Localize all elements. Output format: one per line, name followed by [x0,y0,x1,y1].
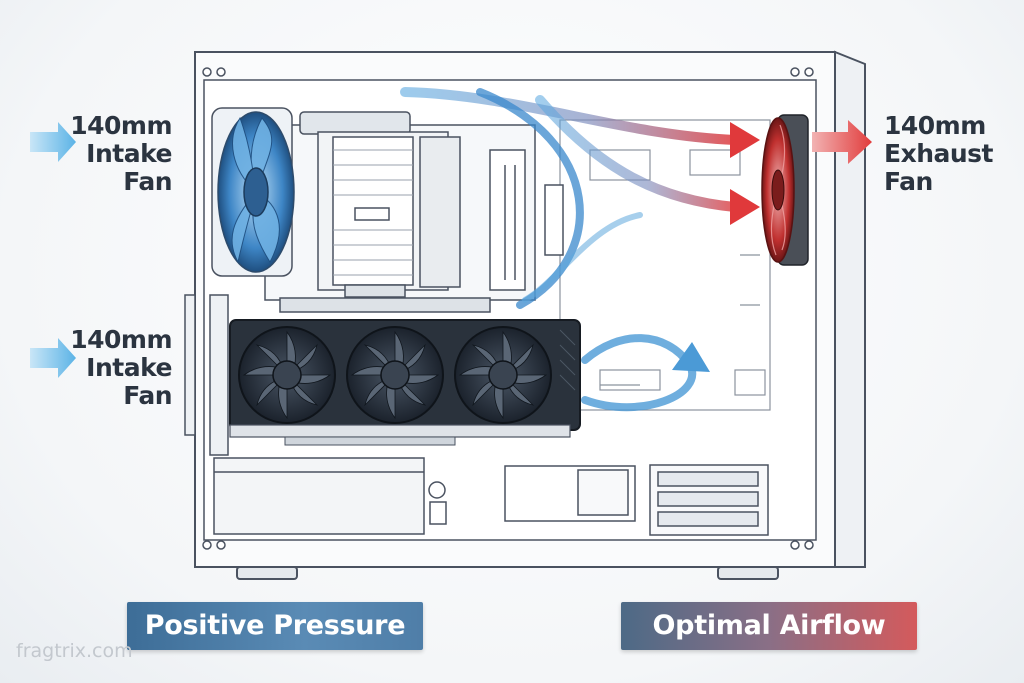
exhaust-arrow-icon [812,120,872,164]
intake-arrow-bottom-icon [30,338,76,378]
airflow-mid-to-exhaust [535,95,740,212]
airflow-streams [400,87,760,412]
cpu-cooler [299,111,461,298]
external-arrows [30,120,872,378]
label-line: Intake [86,353,172,382]
case-foot-left [236,566,298,580]
label-line: Exhaust [884,139,994,168]
case-back-bracket [184,294,196,436]
label-line: Fan [123,167,172,196]
exhaust-fan-label: 140mm Exhaust Fan [884,112,1014,196]
exhaust-fan [761,114,809,266]
positive-pressure-banner: Positive Pressure [127,602,423,650]
airflow-curve-right [522,212,643,303]
label-line: 140mm [70,325,172,354]
airflow-top-to-exhaust [400,87,740,145]
gpu-fan [454,326,552,424]
intake-arrow-top-icon [30,122,76,162]
intake-fan-top [211,107,295,277]
airflow-arrowhead-exhaust-bottom [730,189,760,225]
graphics-card [229,319,581,446]
label-line: Fan [884,167,933,196]
label-line: Fan [123,381,172,410]
watermark: fragtrix.com [16,640,133,662]
optimal-airflow-banner: Optimal Airflow [621,602,917,650]
airflow-arrowhead-gpu [672,342,710,372]
drive-cage [649,464,769,536]
intake-fan-top-label: 140mm Intake Fan [40,112,172,196]
case-screws [202,67,814,550]
airflow-arrowhead-exhaust-top [730,122,760,158]
case-side-panel [834,50,866,568]
intake-fan-bottom-label: 140mm Intake Fan [40,326,172,410]
label-line: Intake [86,139,172,168]
label-line: 140mm [70,111,172,140]
case-foot-right [717,566,779,580]
gpu-fan [346,326,444,424]
psu-shroud [213,457,636,535]
gpu-fan [238,326,336,424]
label-line: 140mm [884,111,986,140]
